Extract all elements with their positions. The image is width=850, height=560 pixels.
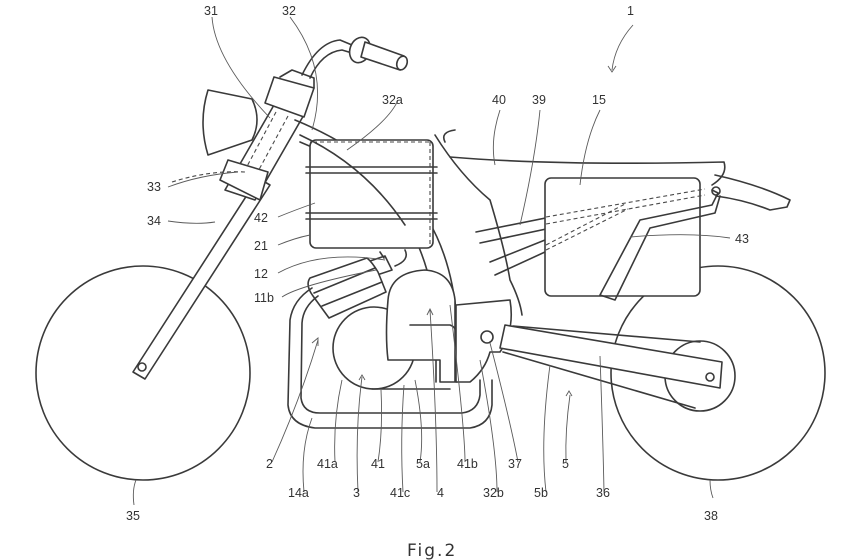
label-37: 37: [508, 457, 522, 471]
handlebar: [301, 39, 353, 76]
rear-fender: [714, 174, 791, 211]
label-32: 32: [282, 4, 296, 18]
controller-box: [305, 139, 438, 249]
label-42: 42: [254, 211, 268, 225]
upper-bracket: [264, 76, 315, 118]
rear-wheel: [610, 265, 826, 481]
front-fork: [132, 177, 271, 380]
label-32b: 32b: [483, 486, 504, 500]
label-33: 33: [147, 180, 161, 194]
label-11b: 11b: [254, 291, 274, 305]
front-wheel: [35, 265, 251, 481]
label-43: 43: [735, 232, 749, 246]
label-31: 31: [204, 4, 218, 18]
label-41: 41: [371, 457, 385, 471]
label-41c: 41c: [390, 486, 410, 500]
label-5b: 5b: [534, 486, 548, 500]
rear-frame-lower: [489, 239, 546, 276]
label-3: 3: [353, 486, 360, 500]
reference-labels: 31 32 1 32a 40 39 15 33 34 42 21 43 12 1…: [126, 4, 749, 523]
label-39: 39: [532, 93, 546, 107]
label-15: 15: [592, 93, 606, 107]
component-4: [385, 269, 456, 383]
label-14a: 14a: [288, 486, 309, 500]
label-12: 12: [254, 267, 268, 281]
battery-box: [544, 177, 701, 297]
label-5: 5: [562, 457, 569, 471]
label-32a: 32a: [382, 93, 403, 107]
label-38: 38: [704, 509, 718, 523]
swing-arm: [499, 324, 723, 389]
label-41a: 41a: [317, 457, 338, 471]
seat: [449, 156, 726, 186]
label-4: 4: [437, 486, 444, 500]
label-36: 36: [596, 486, 610, 500]
label-34: 34: [147, 214, 161, 228]
engine-guard-inner: [300, 295, 481, 414]
label-21: 21: [254, 239, 268, 253]
label-41b: 41b: [457, 457, 478, 471]
pivot-37: [480, 330, 494, 344]
engine-guard-outer: [287, 287, 493, 429]
drive-chain: [502, 325, 701, 409]
leader-arrowheads: [311, 307, 573, 397]
motor-cylinder: [307, 257, 387, 319]
handlebar: [309, 49, 353, 79]
rear-frame: [434, 134, 523, 316]
label-5a: 5a: [416, 457, 430, 471]
rear-carrier: [599, 189, 721, 301]
label-40: 40: [492, 93, 506, 107]
headlight: [202, 89, 258, 156]
label-1: 1: [627, 4, 634, 18]
handlebar-grip: [348, 36, 409, 71]
leader-lines: [132, 16, 731, 506]
figure-caption: Fig.2: [407, 541, 457, 560]
label-35: 35: [126, 509, 140, 523]
label-2: 2: [266, 457, 273, 471]
